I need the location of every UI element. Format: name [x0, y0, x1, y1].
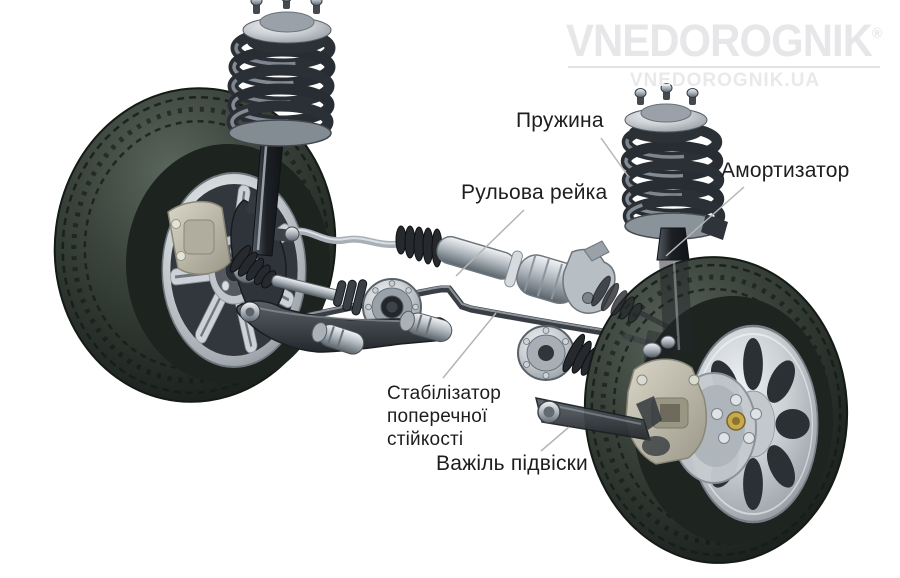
arm-bushing-rear [399, 310, 453, 343]
rack-left-boot [395, 225, 443, 268]
leader-steering-rack [455, 209, 525, 277]
leader-lines [442, 137, 745, 452]
label-stabilizer-line1: Стабілізатор [387, 383, 502, 404]
logo-brand: VNEDOROGNIK® [566, 15, 883, 66]
right-suspension-arm [534, 396, 670, 456]
lower-control-arm [236, 300, 453, 355]
left-strut-assembly [226, 0, 336, 257]
right-strut-assembly [620, 83, 728, 261]
label-steering-rack: Рульова рейка [461, 181, 608, 204]
leader-shock-absorber [665, 186, 745, 257]
leader-spring [600, 137, 629, 177]
label-stabilizer-line2: поперечної [387, 406, 488, 427]
inner-joint-ribs [333, 279, 368, 316]
right-wheel [583, 256, 849, 564]
mount-studs [250, 0, 323, 14]
right-shock-rod [656, 227, 690, 261]
left-brake-caliper [167, 200, 231, 275]
logo-domain: VNEDOROGNIK.UA [629, 70, 821, 91]
logo-divider [568, 66, 880, 68]
watermark-logo: VNEDOROGNIK® VNEDOROGNIK.UA [566, 10, 884, 92]
label-spring: Пружина [516, 109, 604, 132]
right-strut-top-mount [624, 83, 708, 143]
rack-right-boot-ghost [591, 275, 643, 324]
label-suspension-arm: Важіль підвіски [436, 452, 588, 475]
outer-cv-boot [229, 245, 277, 289]
registered-mark-icon: ® [871, 25, 883, 42]
left-strut-top-mount [242, 0, 332, 54]
left-spring-seat [228, 119, 332, 147]
leader-suspension-arm [540, 426, 570, 452]
label-shock-absorber: Амортизатор [721, 159, 850, 182]
label-stabilizer: Стабілізатор поперечної стійкості [387, 382, 501, 451]
label-stabilizer-line3: стійкості [387, 429, 464, 450]
steering-rack [284, 225, 616, 314]
right-hub [711, 394, 762, 444]
arm-bushing-front [311, 321, 365, 355]
leader-stabilizer [442, 312, 497, 379]
